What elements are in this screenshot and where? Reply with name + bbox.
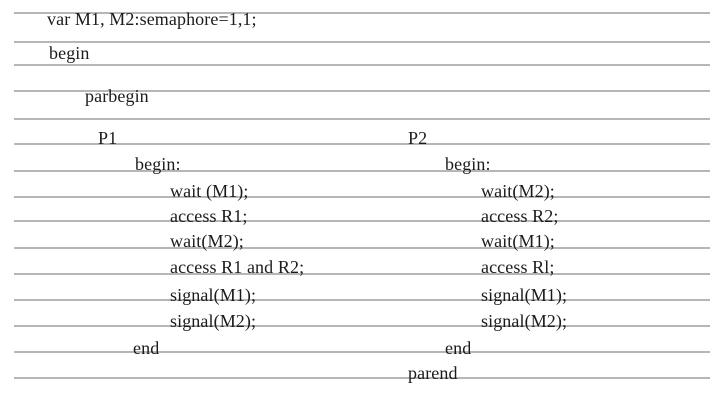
process-p1-label: P1 — [98, 128, 118, 148]
ruled-line — [14, 118, 710, 120]
ruled-line — [14, 377, 710, 379]
p2-statement-wait-m1: wait(M1); — [481, 231, 555, 251]
p2-statement-signal-m2: signal(M2); — [481, 311, 568, 331]
process-p2-end: end — [445, 338, 472, 358]
parend-keyword: parend — [408, 363, 458, 383]
ruled-line — [14, 220, 710, 222]
process-p1-end: end — [133, 338, 160, 358]
ruled-line — [14, 64, 710, 66]
p2-statement-access-rl: access Rl; — [481, 257, 555, 277]
var-declaration-text: var M1, M2:semaphore=1,1; — [47, 9, 257, 29]
ruled-line — [14, 170, 710, 172]
process-p2-label: P2 — [408, 128, 428, 148]
p1-statement-signal-m1: signal(M1); — [170, 285, 257, 305]
p2-statement-access-r2: access R2; — [481, 206, 559, 226]
p1-statement-access-r1-r2: access R1 and R2; — [170, 257, 305, 277]
ruled-line — [14, 143, 710, 145]
p2-statement-signal-m1: signal(M1); — [481, 285, 568, 305]
p1-statement-wait-m1: wait (M1); — [170, 181, 249, 201]
ruled-line — [14, 325, 710, 327]
ruled-line — [14, 351, 710, 353]
p1-statement-wait-m2: wait(M2); — [170, 231, 244, 251]
p2-statement-wait-m2: wait(M2); — [481, 181, 555, 201]
begin-keyword: begin — [49, 43, 90, 63]
p1-statement-access-r1: access R1; — [170, 206, 248, 226]
ruled-line — [14, 299, 710, 301]
ruled-line — [14, 273, 710, 275]
ruled-line — [14, 247, 710, 249]
ruled-line — [14, 196, 710, 198]
process-p1-begin: begin: — [135, 154, 181, 174]
ruled-line — [14, 41, 710, 43]
p1-statement-signal-m2: signal(M2); — [170, 311, 257, 331]
process-p2-begin: begin: — [445, 154, 491, 174]
parbegin-keyword: parbegin — [85, 86, 149, 106]
